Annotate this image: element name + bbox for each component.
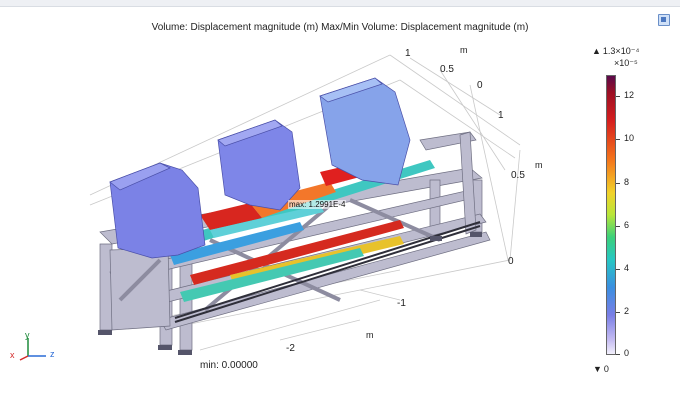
colorbar-tick-label: 6 [624, 220, 630, 230]
colorbar-tick-label: 10 [624, 133, 635, 143]
x-axis-tick: -2 [286, 343, 295, 354]
axis-triad-icon: y x z [8, 330, 68, 370]
mounted-blocks [109, 77, 411, 259]
window-toggle-icon[interactable] [658, 14, 670, 26]
colorbar-tick-label: 4 [624, 263, 630, 273]
colorbar-tick [616, 96, 620, 97]
graphics-toolbar-edge [0, 0, 680, 7]
y-axis-tick: 1 [498, 110, 504, 121]
y-axis-tick: 0.5 [511, 170, 525, 181]
colorbar-tick [616, 269, 620, 270]
colorbar-multiplier: ×10⁻⁵ [614, 58, 638, 68]
linear-rail [174, 221, 481, 323]
min-value-label: min: 0.00000 [200, 360, 258, 371]
max-triangle-icon: ▲ [592, 46, 601, 56]
z-axis-tick: 1 [405, 48, 411, 59]
colorbar-tick [616, 139, 620, 140]
y-axis-unit: m [535, 160, 543, 170]
colorbar-tick [616, 183, 620, 184]
colorbar-tick-label: 8 [624, 177, 630, 187]
x-axis-unit: m [366, 330, 374, 340]
triad-y-label: y [25, 330, 30, 340]
triad-x-label: x [10, 350, 15, 360]
z-axis-tick: 0 [477, 80, 483, 91]
plot-title: Volume: Displacement magnitude (m) Max/M… [151, 22, 529, 33]
y-axis-tick: 0 [508, 256, 514, 267]
colorbar-tick [616, 226, 620, 227]
feet [98, 232, 482, 355]
colorbar-tick-label: 0 [624, 348, 630, 358]
colorbar-tick [616, 312, 620, 313]
colorbar-tick-label: 12 [624, 90, 635, 100]
colorbar-tick [616, 354, 620, 355]
colorbar-min-label: ▼0 [593, 364, 609, 374]
colorbar [606, 75, 616, 355]
z-axis-unit: m [460, 45, 468, 55]
max-value-label: max: 1.2991E-4 [288, 200, 347, 209]
z-axis-tick: 0.5 [440, 64, 454, 75]
min-triangle-icon: ▼ [593, 364, 602, 374]
x-axis-tick: -1 [397, 298, 406, 309]
colorbar-max-label: ▲1.3×10⁻⁴ [592, 46, 640, 56]
triad-z-label: z [50, 349, 55, 359]
colorbar-tick-label: 2 [624, 306, 630, 316]
